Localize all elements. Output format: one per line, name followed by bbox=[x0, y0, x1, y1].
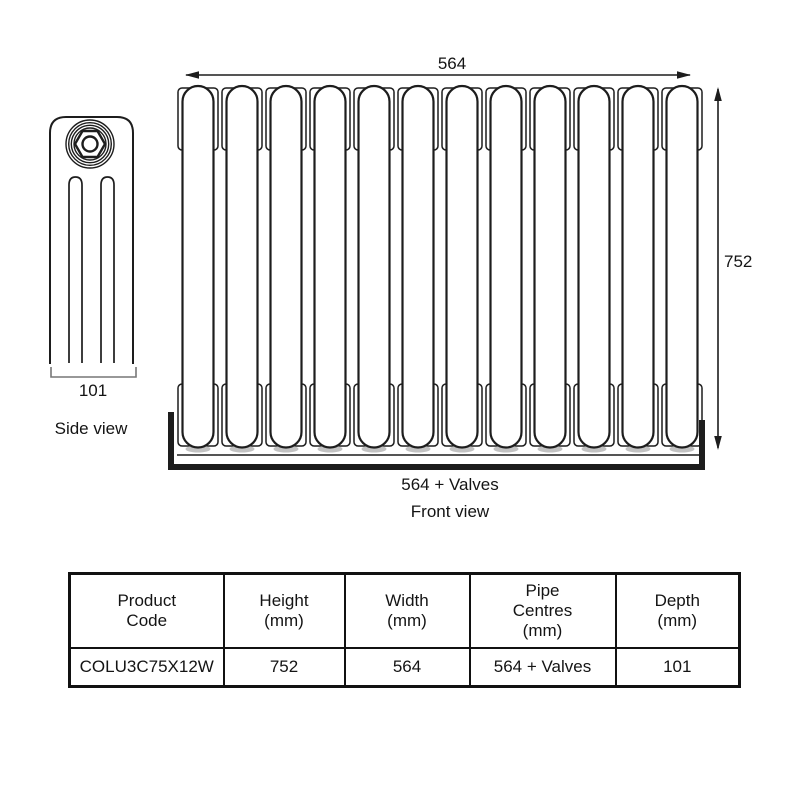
cell-depth: 101 bbox=[614, 646, 741, 688]
dimension-lines bbox=[168, 71, 722, 470]
col-header-depth: Depth (mm) bbox=[614, 572, 741, 649]
front-height-dim-label: 752 bbox=[724, 252, 753, 271]
front-width-dim-label: 564 bbox=[437, 54, 467, 73]
col-header-width: Width (mm) bbox=[343, 572, 471, 649]
cell-width: 564 bbox=[343, 646, 471, 688]
diagram-svg bbox=[49, 71, 722, 470]
spec-table: Product Code Height (mm) Width (mm) Pipe… bbox=[68, 572, 741, 688]
cell-product-code: COLU3C75X12W bbox=[68, 646, 225, 688]
cell-pipe-centres: 564 + Valves bbox=[468, 646, 617, 688]
cell-height: 752 bbox=[222, 646, 346, 688]
table-header-row: Product Code Height (mm) Width (mm) Pipe… bbox=[68, 572, 741, 649]
side-view-drawing bbox=[49, 116, 137, 378]
table-row: COLU3C75X12W 752 564 564 + Valves 101 bbox=[68, 646, 741, 688]
col-header-pipe-centres: Pipe Centres (mm) bbox=[468, 572, 617, 649]
front-view-drawing bbox=[177, 84, 703, 456]
col-header-product-code: Product Code bbox=[68, 572, 225, 649]
side-view-caption: Side view bbox=[54, 419, 128, 438]
front-view-caption: Front view bbox=[410, 502, 490, 521]
side-depth-dim-label: 101 bbox=[78, 381, 108, 400]
col-header-height: Height (mm) bbox=[222, 572, 346, 649]
pipe-centres-dim-label: 564 + Valves bbox=[401, 475, 499, 494]
